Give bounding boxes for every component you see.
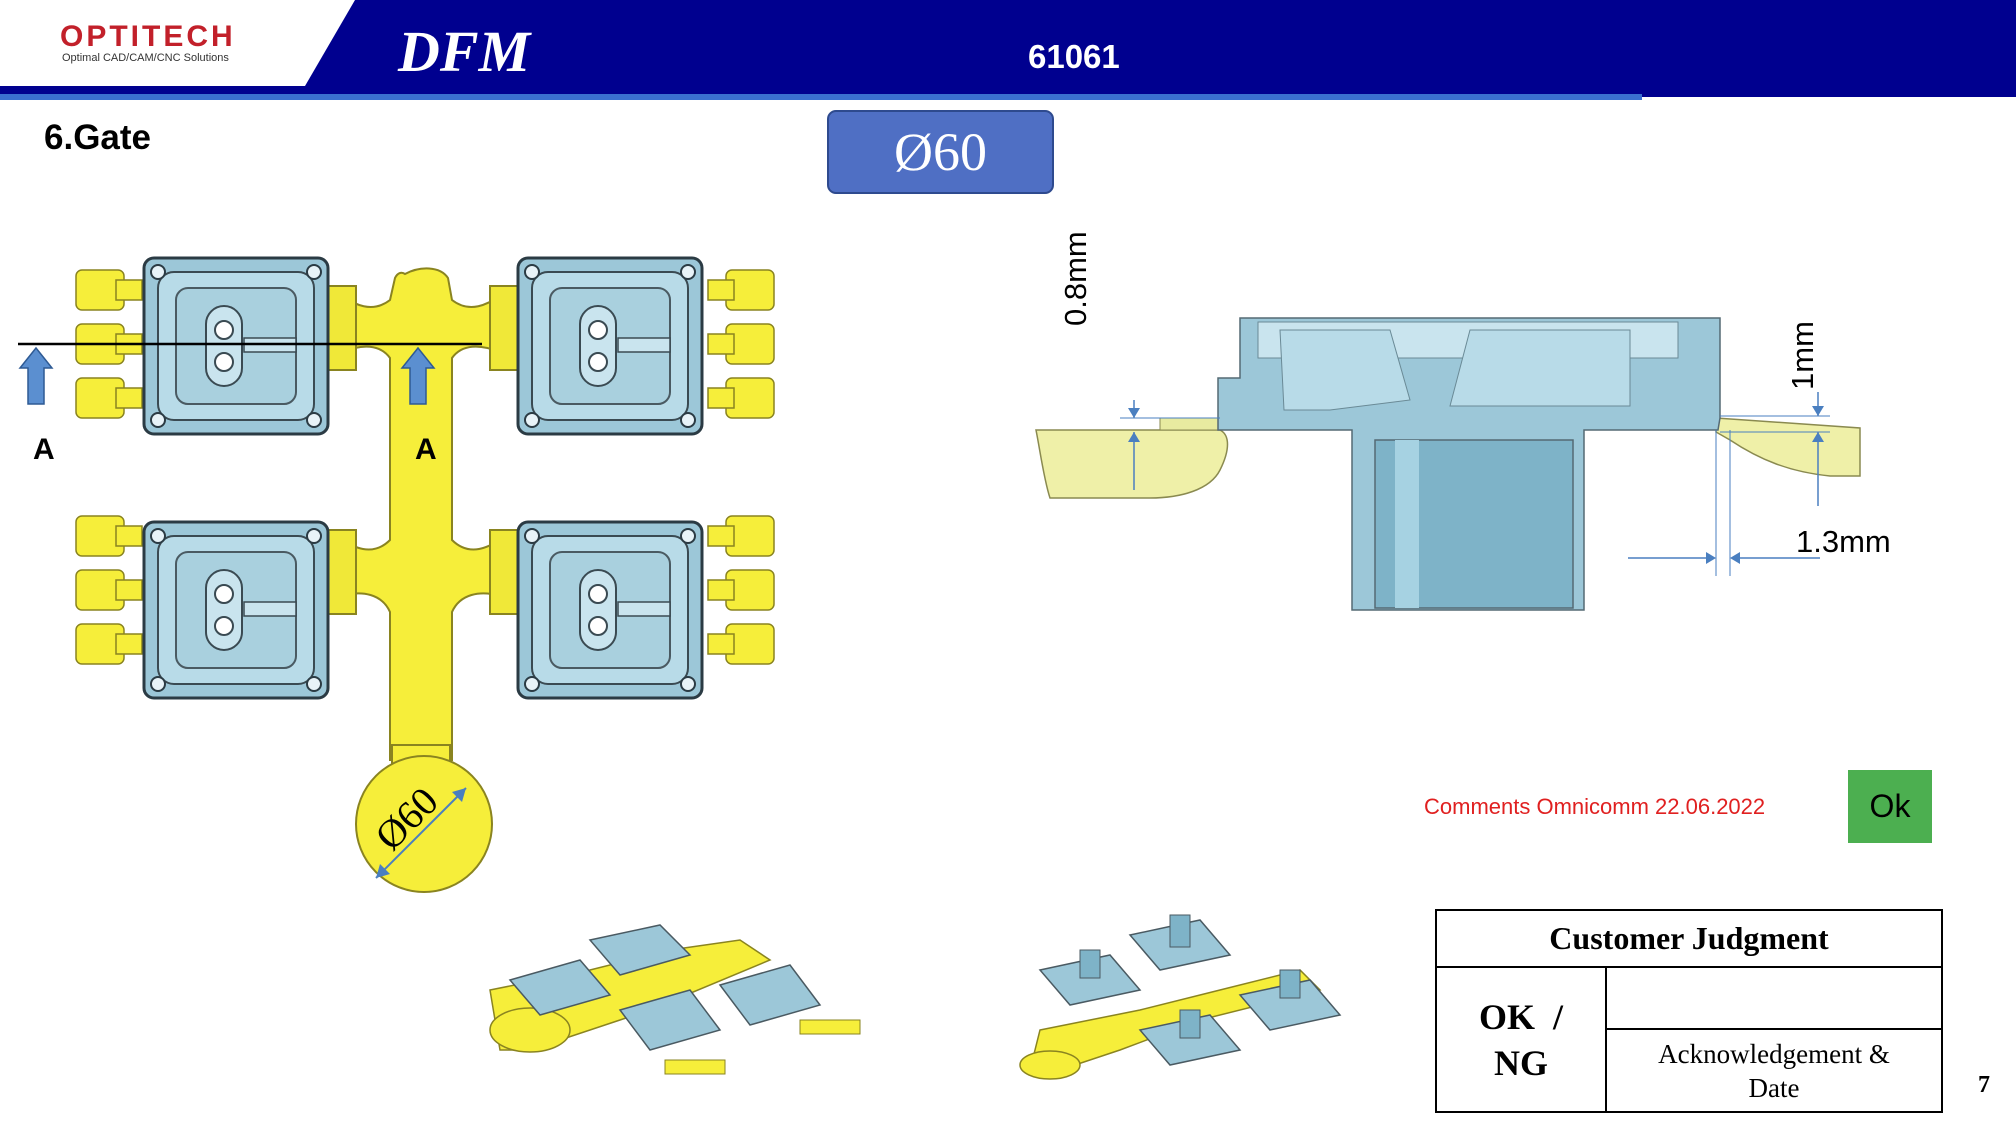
isometric-view-top [1019, 914, 1342, 1080]
company-logo: OPTITECH [60, 20, 236, 53]
customer-judgment-table: Customer Judgment OK / NG Acknowledgemen… [1435, 909, 1943, 1113]
page-number: 7 [1978, 1072, 1990, 1098]
dimension-gate-width: 1.3mm [1796, 524, 1891, 559]
judgment-signature-cell[interactable] [1607, 968, 1941, 1030]
ack-line-2: Date [1748, 1072, 1800, 1103]
review-comment: Comments Omnicomm 22.06.2022 [1424, 794, 1766, 819]
document-number: 61061 [1028, 38, 1120, 75]
judgment-header: Customer Judgment [1437, 911, 1941, 968]
status-badge: Ok [1848, 770, 1932, 843]
section-view [1035, 317, 1861, 611]
dimension-gate-left: 0.8mm [1058, 231, 1093, 326]
page-title: DFM [398, 19, 531, 84]
ack-line-1: Acknowledgement & [1658, 1038, 1890, 1069]
ok-label: OK / [1478, 996, 1563, 1037]
header-underline [0, 94, 1642, 100]
section-title: 6.Gate [44, 118, 151, 157]
section-label-left: A [33, 433, 55, 466]
judgment-ok-ng-cell[interactable]: OK / NG [1437, 968, 1607, 1111]
logo-panel [0, 0, 355, 86]
company-tagline: Optimal CAD/CAM/CNC Solutions [62, 52, 229, 64]
isometric-view-bottom [489, 924, 861, 1075]
section-label-right: A [415, 433, 437, 466]
ng-label: NG [1494, 1042, 1548, 1083]
dimension-gate-right: 1mm [1785, 321, 1820, 390]
gate-layout-top-view [18, 256, 775, 893]
acknowledgement-cell: Acknowledgement & Date [1607, 1030, 1941, 1111]
diameter-badge: Ø60 [827, 110, 1054, 194]
